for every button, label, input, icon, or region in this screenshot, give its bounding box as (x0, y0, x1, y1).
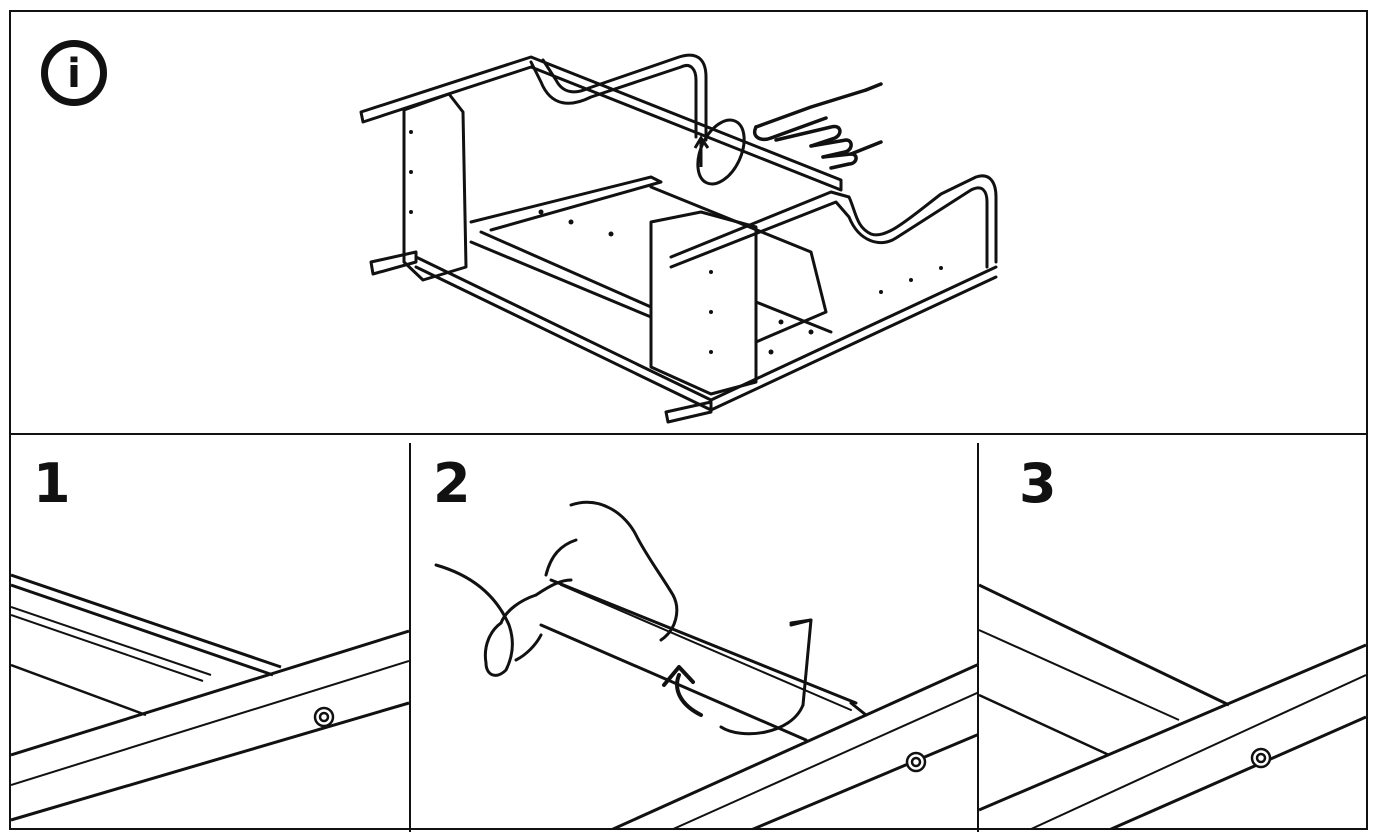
front-rail (669, 174, 998, 264)
step-number-1: 1 (33, 452, 71, 515)
pointing-hand-icon (753, 82, 883, 170)
section-divider (11, 433, 1366, 435)
step-number-3: 3 (1019, 452, 1057, 515)
right-side-panel (649, 210, 758, 396)
bottom-front-leg (664, 400, 713, 424)
screw-knob-icon (905, 751, 927, 773)
peel-tape-icon (434, 500, 977, 830)
step-divider-1 (409, 443, 411, 832)
step-2-panel: 2 (411, 435, 977, 830)
frame-overview-illustration (359, 53, 998, 424)
back-rail (529, 60, 698, 139)
screw-dots (409, 130, 943, 355)
screw-knob-icon (313, 706, 335, 728)
screw-knob-icon (1250, 747, 1272, 769)
instruction-sheet: i (9, 10, 1368, 832)
info-glyph: i (67, 51, 81, 97)
step-1-panel: 1 (11, 435, 409, 830)
deck-board (469, 175, 663, 232)
bottom-rail (414, 255, 998, 402)
top-rail (359, 55, 843, 192)
step-divider-2 (977, 443, 979, 832)
info-icon: i (41, 40, 107, 106)
step-number-2: 2 (433, 452, 471, 515)
rotate-ring-icon (693, 118, 746, 186)
rail-icon (11, 573, 409, 822)
step-3-panel: 3 (979, 435, 1366, 830)
bottom-left-leg (369, 250, 418, 276)
rail-icon (979, 583, 1366, 830)
overview-panel: i (11, 12, 1366, 433)
